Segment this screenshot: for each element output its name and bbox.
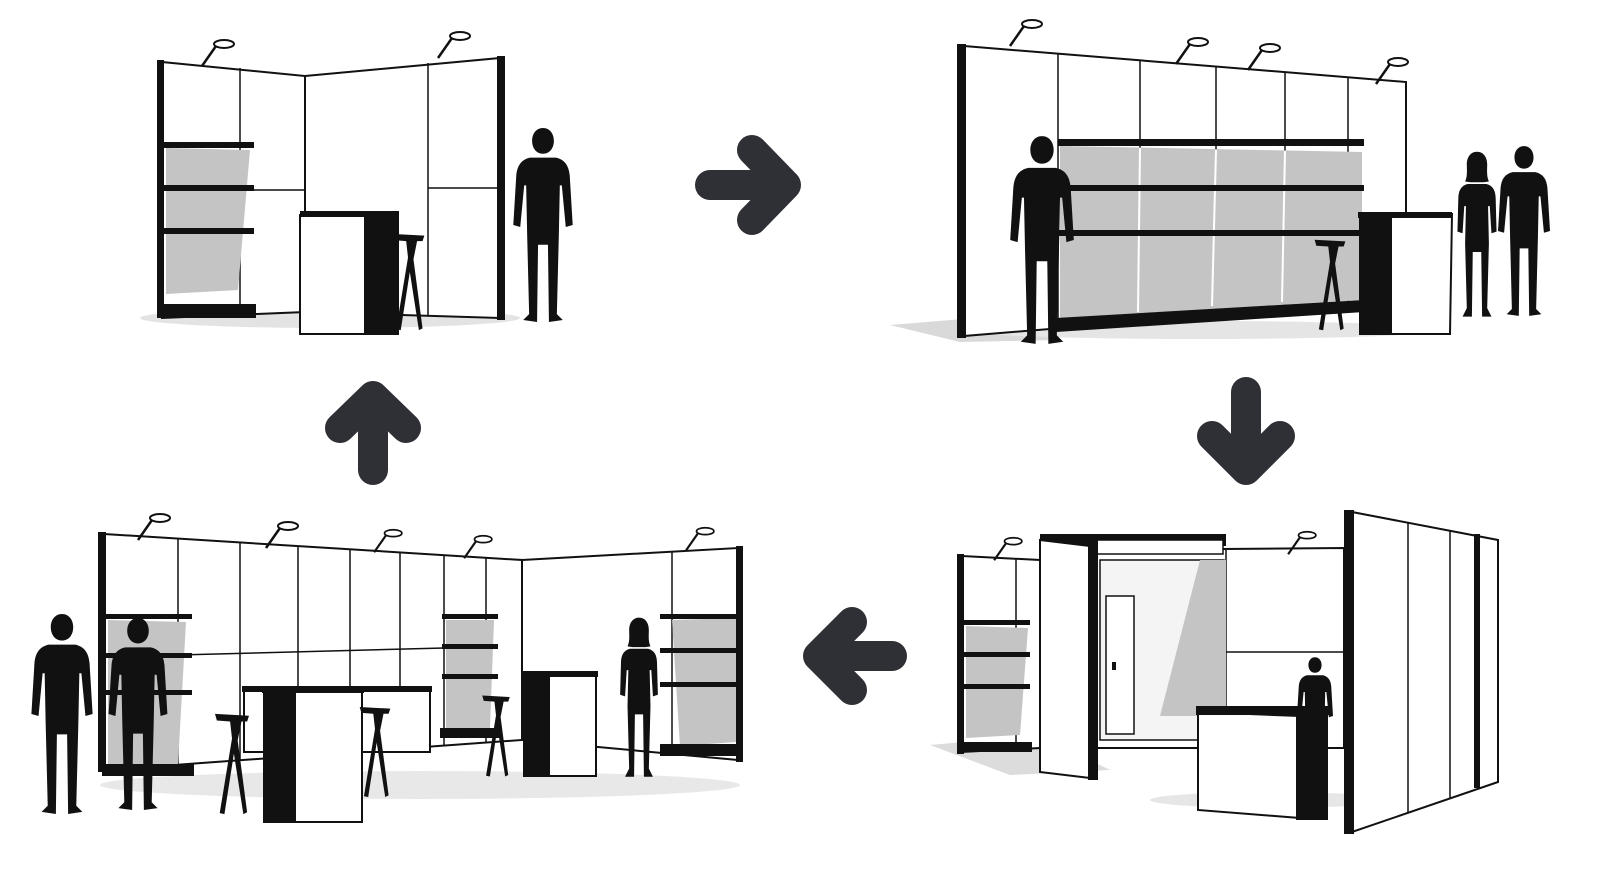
booth-with-cabin-illustration <box>930 510 1499 834</box>
booth-linear-wall-illustration <box>890 18 1550 344</box>
arrow-left-icon <box>803 607 907 705</box>
arrow-right-icon <box>695 135 801 235</box>
arrow-down-icon <box>1197 377 1295 485</box>
booth-corner-small-illustration <box>140 30 573 335</box>
arrow-up-icon <box>325 381 421 485</box>
booth-corner-large-illustration <box>31 512 743 823</box>
